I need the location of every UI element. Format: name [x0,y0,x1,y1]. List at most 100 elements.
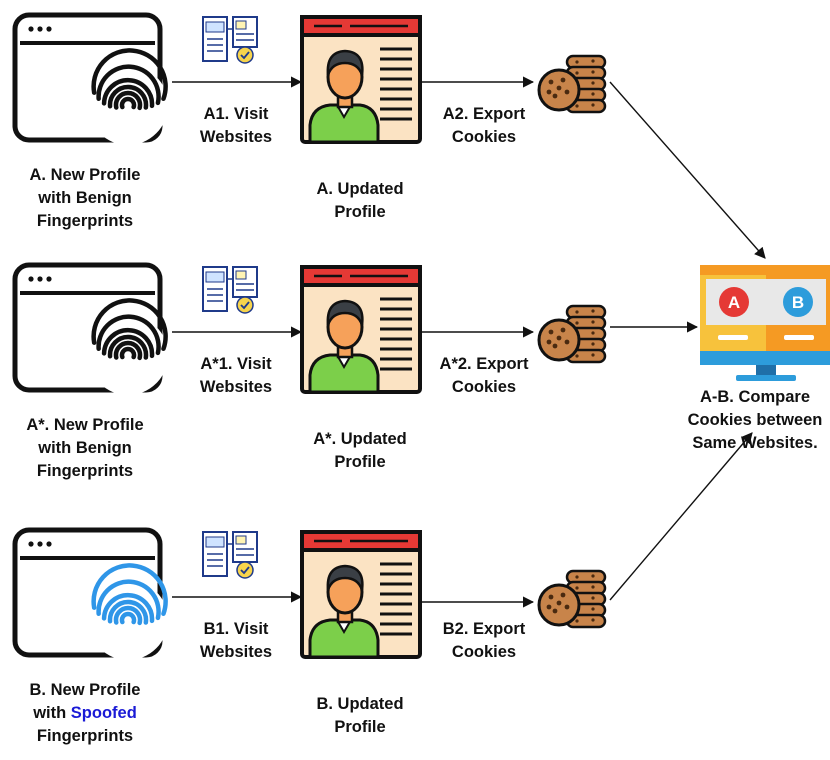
fingerprint-ridge [96,314,161,356]
cookie-chip [591,103,595,107]
cookie-chip [591,585,595,589]
new-profile-label-line: with Benign [37,439,132,457]
browser-dot [37,541,43,547]
cookie-chip [552,93,558,99]
cookie-chip [560,592,566,598]
doc-right-img [235,20,247,30]
cookie-chip [556,335,562,341]
cookie-chip [575,586,579,590]
cookie-chip [575,71,579,75]
new-profile-label-line: Fingerprints [37,727,133,745]
badge-a-letter: A [728,293,740,312]
fingerprint-ridge [113,340,143,361]
cookie-chip [575,321,579,325]
new-profile-label-line: with Benign [37,189,132,207]
doc-left-img [205,536,225,548]
cookie-chip [575,354,579,358]
profile-hair [326,564,364,591]
export-cookies-label-line: Cookies [452,128,516,146]
browser-dot [46,276,52,282]
cookie-chip [591,70,595,74]
website-documents-icon [202,531,258,579]
new-profile-label-line: A. New Profile [30,166,141,184]
visit-websites-label-line: A1. Visit [204,105,269,123]
browser-dot [28,26,34,32]
fingerprint-ridge [96,64,161,106]
fingerprint-ridge [101,77,155,109]
cookie-chip [591,607,595,611]
updated-profile-label-line: B. Updated [316,695,403,713]
export-cookies-label-line: A*2. Export [440,355,529,373]
fingerprint-ridge [113,90,143,111]
check-mark [240,566,250,575]
doc-left-img [205,21,225,33]
fingerprint-ridge [101,327,155,359]
compare-cookies-label-line: Cookies between [688,411,823,429]
user-profile-card-icon [300,15,422,144]
monitor-stand [736,375,796,381]
check-badge [236,561,254,579]
cookie-chip [575,310,579,314]
browser-dot [37,26,43,32]
fingerprint-ridge [107,599,149,625]
check-badge [236,296,254,314]
new-profile-label-line: B. New Profile [30,681,141,699]
doc-right-img [235,270,247,280]
cookie-chip [591,59,595,63]
visit-websites-label-line: Websites [200,643,272,661]
cookie-chip [560,77,566,83]
cookie-chip [546,339,552,345]
check-mark [240,51,250,60]
doc-right-img [235,535,247,545]
cookie-chip [556,600,562,606]
fingerprint-bg [88,580,168,660]
updated-profile-label-line: Profile [334,453,385,471]
monitor-left-bar [718,335,748,340]
monitor-bezel [700,351,830,365]
cookie-chip [591,92,595,96]
fingerprint-icon [88,48,168,145]
cookie-chip [575,60,579,64]
browser-dot [37,276,43,282]
browser-dot [28,541,34,547]
visit-websites-label-line: Websites [200,378,272,396]
profile-shirt [308,103,380,144]
cookie-chip [591,342,595,346]
compare-arrow-a [609,81,766,259]
updated-profile-label-line: Profile [334,203,385,221]
compare-cookies-label-line: A-B. Compare [700,388,810,406]
check-mark [240,301,250,310]
cookie-chip [591,574,595,578]
cookie-chip [591,81,595,85]
cookie-chip [591,353,595,357]
cookie-chip [591,309,595,313]
fingerprint-ridge [96,579,161,621]
fingerprint-icon [88,298,168,395]
fingerprint-ridge [107,84,149,110]
new-profile-label-line: Fingerprints [37,212,133,230]
monitor-topbar [700,265,830,275]
cookie-stack-icon [537,304,607,364]
monitor-right-bar [784,335,814,340]
cookie-chip [560,327,566,333]
monitor-neck [756,365,776,375]
visit-websites-label-line: B1. Visit [204,620,269,638]
cookie-chip [548,329,554,335]
cookie-chip [564,604,570,610]
fingerprint-ridge [107,334,149,360]
cookie-chip [564,339,570,345]
cookie-chip [552,608,558,614]
fingerprint-ridge [91,563,168,616]
profile-shirt [308,353,380,394]
cookie-chip [575,575,579,579]
export-cookies-label-line: Cookies [452,378,516,396]
cookie-chip [548,594,554,600]
